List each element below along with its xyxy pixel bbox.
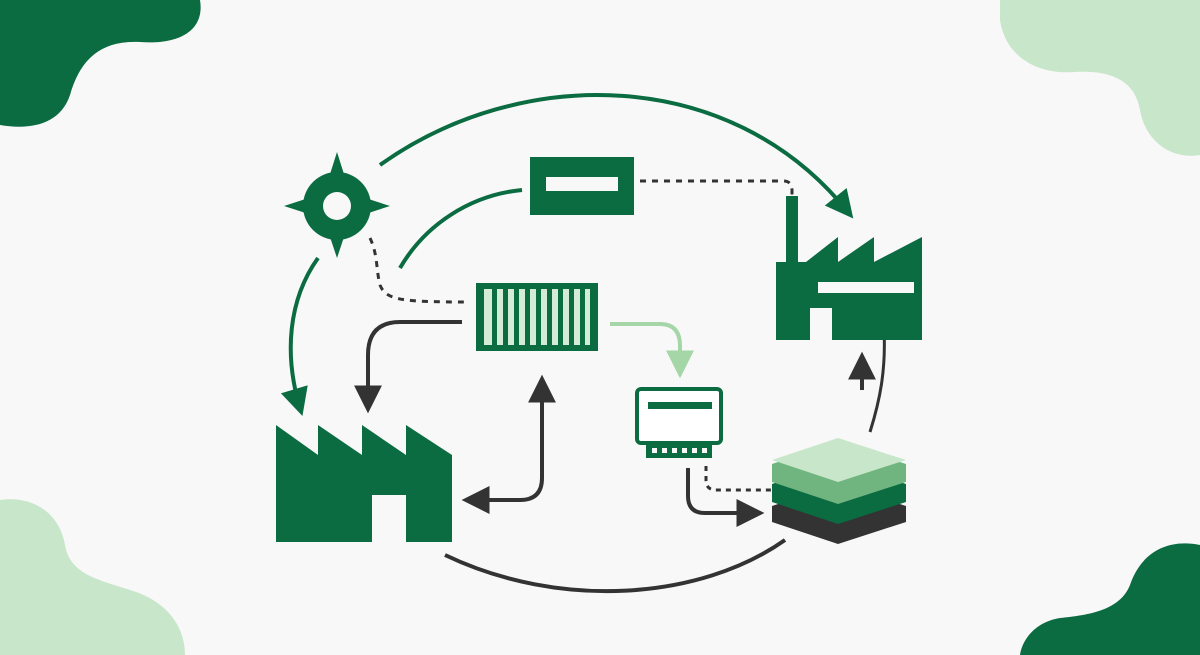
connector-container-to-left-factory	[354, 320, 462, 414]
factory-icon-right	[776, 196, 922, 340]
device-module-icon	[635, 387, 723, 458]
dashed-compass-to-container	[368, 237, 471, 304]
connector-container-left-factory-bidirectional	[461, 374, 556, 514]
corner-blob-bottom-right	[1020, 543, 1200, 655]
corner-blob-top-left	[0, 0, 201, 127]
shipping-container-icon	[476, 283, 598, 351]
connector-container-to-device	[610, 322, 694, 379]
corner-blob-bottom-left	[0, 499, 185, 655]
connector-compass-to-left-factory	[280, 256, 320, 417]
connector-layers-to-right-factory	[868, 329, 886, 433]
connector-label-box-arc	[398, 188, 523, 270]
compass-icon	[284, 152, 390, 258]
factory-icon-left	[276, 425, 452, 542]
corner-blob-top-right	[1000, 0, 1200, 156]
dashed-device-to-layers	[704, 466, 772, 492]
layer-stack-icon	[772, 438, 906, 544]
connector-compass-to-right-factory	[378, 93, 854, 219]
connector-device-to-layers	[686, 468, 765, 527]
connector-bottom-arc	[444, 538, 787, 594]
dashed-label-box-to-right-factory	[640, 179, 794, 198]
label-box-icon	[530, 157, 634, 215]
